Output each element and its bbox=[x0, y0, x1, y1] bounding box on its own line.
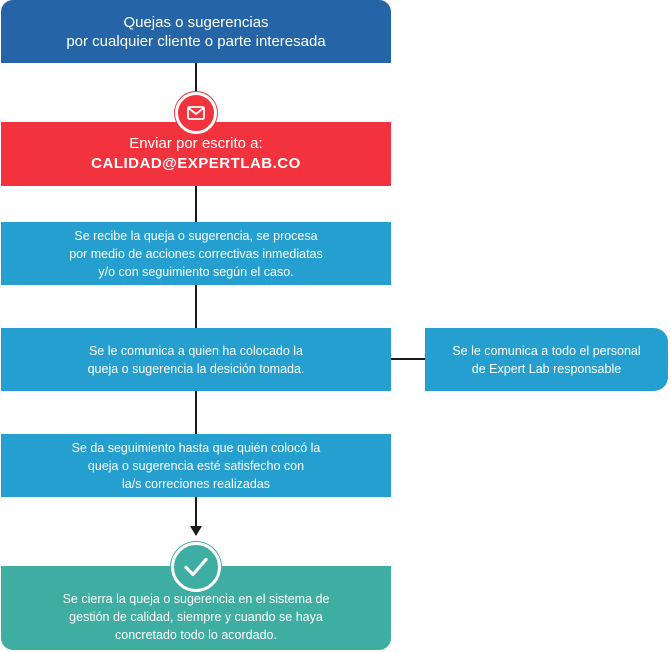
step-5-text: Se le comunica a todo el personal de Exp… bbox=[452, 342, 640, 378]
step-5-line-2: de Expert Lab responsable bbox=[471, 361, 622, 376]
envelope-icon bbox=[175, 92, 217, 134]
checkmark-icon bbox=[171, 542, 221, 592]
step-4-line-2: queja o sugerencia la desición tomada. bbox=[87, 361, 305, 376]
step-1-line-2: por cualquier cliente o parte interesada bbox=[66, 32, 326, 50]
step-7-line-3: concretado todo lo acordado. bbox=[115, 628, 277, 642]
step-3-text: Se recibe la queja o sugerencia, se proc… bbox=[69, 227, 323, 281]
step-6-line-3: la/s correciones realizadas bbox=[121, 476, 270, 491]
step-3-line-2: por medio de acciones correctivas inmedi… bbox=[69, 246, 323, 261]
step-7-line-2: gestión de calidad, siempre y cuando se … bbox=[69, 610, 323, 624]
step-5-line-1: Se le comunica a todo el personal bbox=[452, 343, 641, 358]
arrow-head bbox=[190, 526, 202, 536]
step-4-line-1: Se le comunica a quien ha colocado la bbox=[88, 343, 304, 358]
step-6-line-2: queja o sugerencia esté satisfecho con bbox=[87, 458, 305, 473]
step-1-box: Quejas o sugerencias por cualquier clien… bbox=[1, 0, 391, 63]
connector-4-5 bbox=[391, 358, 425, 360]
step-1-text: Quejas o sugerencias por cualquier clien… bbox=[66, 13, 325, 51]
step-6-text: Se da seguimiento hasta que quién colocó… bbox=[72, 439, 321, 493]
step-5-side-box: Se le comunica a todo el personal de Exp… bbox=[425, 328, 668, 391]
step-7-text: Se cierra la queja o sugerencia en el si… bbox=[63, 590, 330, 644]
step-2-email: CALIDAD@EXPERTLAB.CO bbox=[91, 155, 301, 172]
connector-4-6 bbox=[195, 391, 197, 434]
step-3-box: Se recibe la queja o sugerencia, se proc… bbox=[1, 222, 391, 285]
step-3-line-3: y/o con seguimiento según el caso. bbox=[98, 264, 294, 279]
connector-6-7 bbox=[195, 497, 197, 527]
connector-2-3 bbox=[195, 186, 197, 222]
step-4-box: Se le comunica a quien ha colocado la qu… bbox=[1, 328, 391, 391]
step-7-line-1: Se cierra la queja o sugerencia en el si… bbox=[62, 592, 330, 606]
step-6-box: Se da seguimiento hasta que quién colocó… bbox=[1, 434, 391, 497]
step-3-line-1: Se recibe la queja o sugerencia, se proc… bbox=[74, 228, 318, 243]
step-7-box: Se cierra la queja o sugerencia en el si… bbox=[1, 566, 391, 650]
step-6-line-1: Se da seguimiento hasta que quién colocó… bbox=[71, 440, 321, 455]
connector-3-4 bbox=[195, 285, 197, 328]
step-4-text: Se le comunica a quien ha colocado la qu… bbox=[88, 342, 305, 378]
step-1-line-1: Quejas o sugerencias bbox=[123, 13, 269, 31]
step-2-line-1: Enviar por escrito a: bbox=[129, 135, 263, 152]
step-2-box: Enviar por escrito a: CALIDAD@EXPERTLAB.… bbox=[1, 122, 391, 186]
